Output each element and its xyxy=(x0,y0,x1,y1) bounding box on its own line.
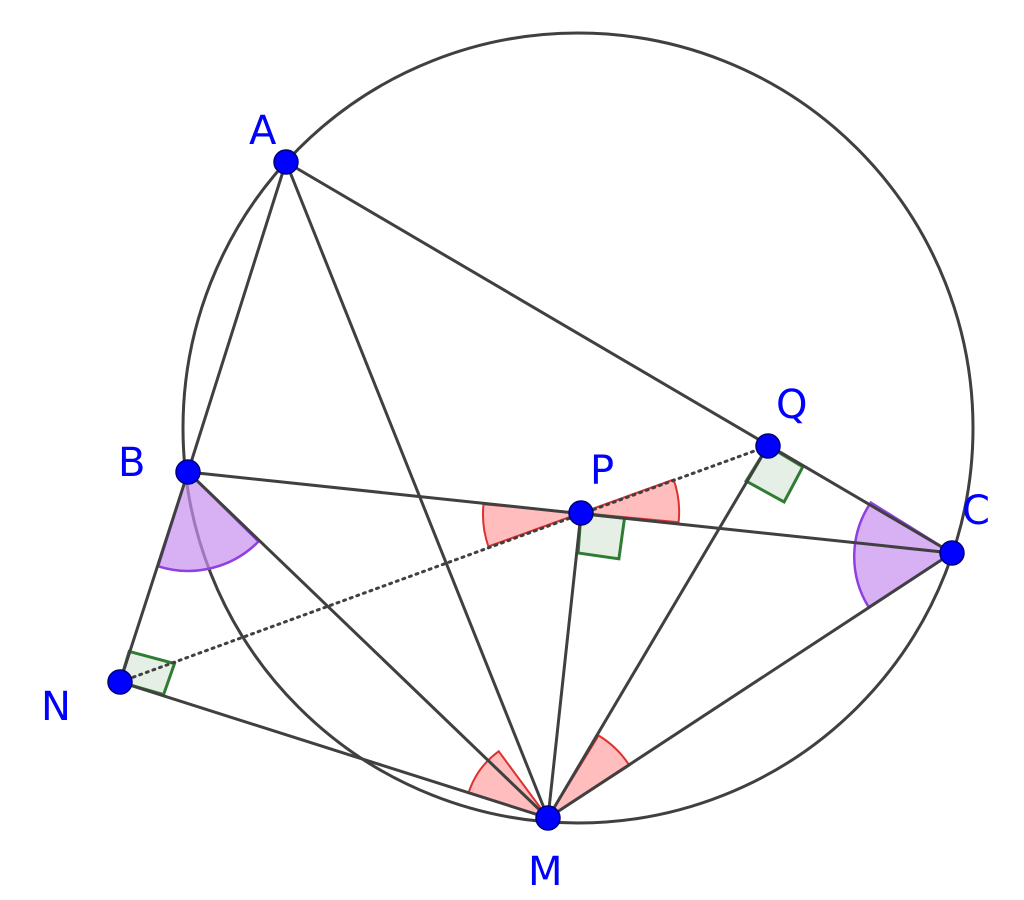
point-M[interactable] xyxy=(535,805,561,831)
segment-BM xyxy=(186,470,550,820)
label-M: M xyxy=(528,849,563,895)
segment-AM xyxy=(284,160,550,820)
angle-mark-at-B xyxy=(156,469,261,573)
segment-CM xyxy=(546,551,954,820)
point-N[interactable] xyxy=(107,669,133,695)
label-C: C xyxy=(962,488,990,534)
segment-BN xyxy=(118,470,190,684)
label-A: A xyxy=(249,108,277,154)
segment-PM xyxy=(546,511,583,820)
label-Q: Q xyxy=(776,382,807,428)
simson-line-NQ xyxy=(118,444,770,684)
segment-AB xyxy=(186,160,288,474)
segment-NM xyxy=(118,680,550,820)
label-N: N xyxy=(41,684,71,730)
point-C[interactable] xyxy=(939,540,965,566)
segment-AC xyxy=(284,160,954,555)
label-B: B xyxy=(118,440,145,486)
angle-mark-at-C xyxy=(852,500,955,609)
label-P: P xyxy=(590,448,614,494)
point-Q[interactable] xyxy=(755,433,781,459)
point-P[interactable] xyxy=(568,500,594,526)
circumcircle xyxy=(181,31,975,825)
angle-mark-at-P-left xyxy=(482,503,582,548)
point-B[interactable] xyxy=(175,459,201,485)
point-A[interactable] xyxy=(273,149,299,175)
segment-QM xyxy=(546,444,770,820)
